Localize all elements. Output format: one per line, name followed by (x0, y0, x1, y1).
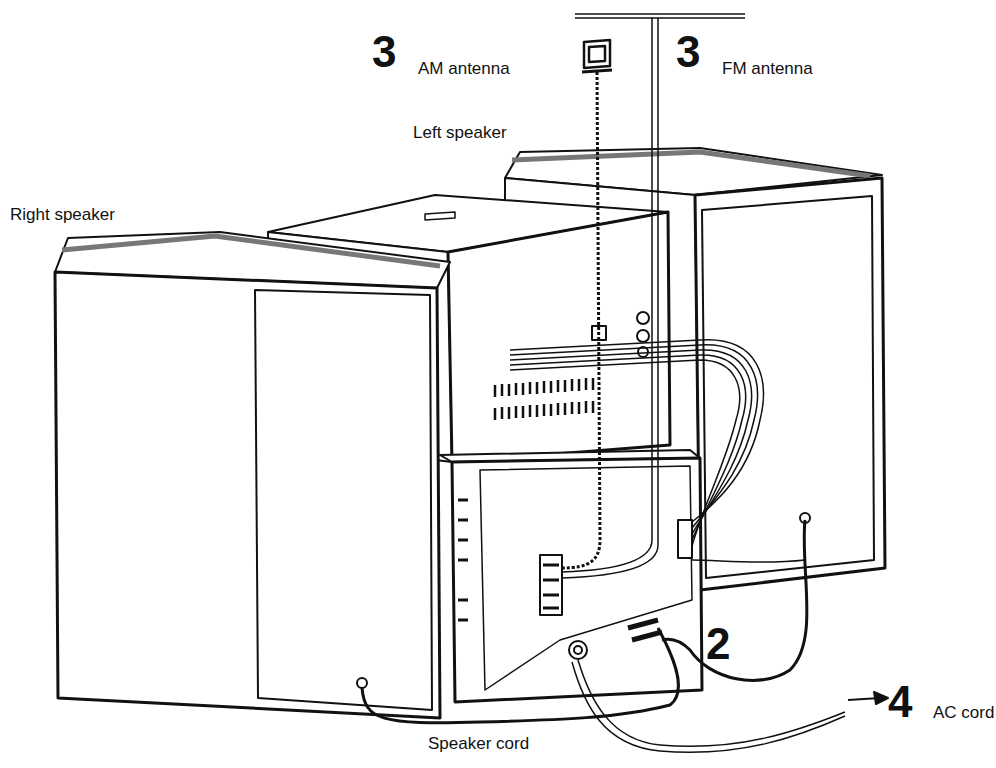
speaker-grille (255, 290, 432, 710)
pointer-arrowhead (874, 692, 888, 704)
part-name: AM antenna (418, 60, 510, 77)
unit-lower-back (452, 458, 702, 702)
callout-number: 2 (706, 622, 730, 666)
callout-number: 3 (372, 30, 396, 74)
ribbon-plug (678, 520, 692, 558)
am-antenna (562, 40, 612, 568)
fm-lead (562, 18, 658, 578)
cord-grommet (357, 678, 367, 688)
main-unit-lower (440, 450, 702, 702)
vent-row (495, 401, 593, 420)
am-loop (584, 40, 610, 68)
speaker-cord (362, 628, 678, 723)
speaker-top-edge (512, 152, 870, 176)
part-name: Right speaker (10, 206, 115, 223)
ribbon-wire (510, 355, 746, 540)
ribbon-wire (510, 360, 740, 546)
speaker-front (695, 178, 885, 590)
ribbon-wire (510, 345, 757, 528)
am-stand (582, 70, 612, 72)
ac-socket (569, 641, 587, 659)
terminal-block (540, 555, 562, 615)
unit-back (448, 212, 670, 462)
right-speaker (55, 232, 450, 718)
part-name: FM antenna (722, 60, 813, 77)
cords (362, 513, 888, 752)
fm-antenna (562, 14, 745, 578)
speaker-front (55, 272, 440, 718)
ribbon-wire (692, 560, 805, 562)
unit-top-slot (425, 212, 455, 220)
ac-cord (572, 662, 845, 752)
side-vents (458, 500, 468, 620)
terminals (543, 565, 559, 608)
unit-lower-panel (480, 466, 692, 690)
am-lead (562, 72, 600, 568)
part-name: Speaker cord (428, 735, 529, 752)
speaker-plugs (628, 620, 662, 640)
ac-cord (578, 660, 845, 746)
ribbon-wire (510, 350, 752, 534)
ac-socket (574, 646, 582, 654)
part-name: AC cord (933, 704, 994, 721)
cord-grommet (800, 513, 810, 523)
vent-row (495, 378, 593, 397)
fm-crossbar (575, 14, 745, 18)
vent-rows (495, 378, 593, 420)
part-name: Left speaker (413, 124, 507, 141)
jack (637, 312, 649, 324)
speaker-top-edge (62, 236, 440, 266)
speaker-cord (662, 520, 807, 680)
callout-number: 4 (888, 680, 912, 724)
speaker-grille (702, 196, 874, 578)
callout-number: 3 (676, 30, 700, 74)
jack (637, 330, 649, 342)
